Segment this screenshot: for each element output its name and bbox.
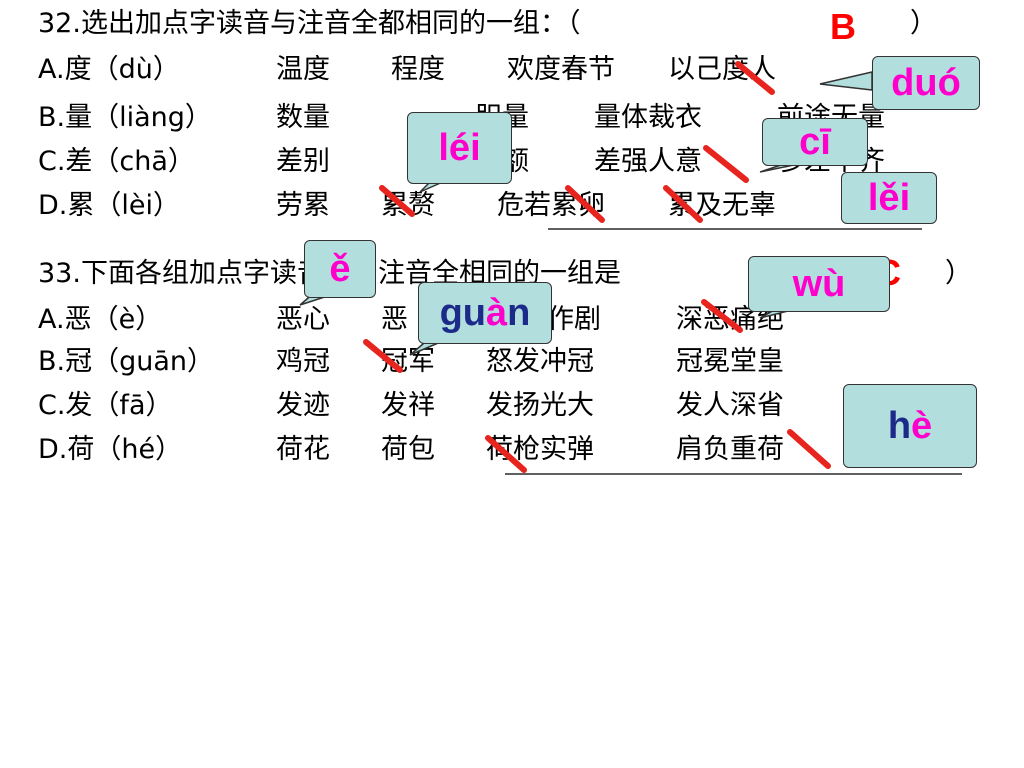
strike-mark [787,429,831,469]
callout-wu-text: wù [792,262,846,305]
callout-guan-a: à [486,291,508,334]
strike-mark [735,61,775,95]
q33-c-word-2: 发祥 [381,390,435,421]
q32-a-word-3: 欢度春节 [507,54,615,85]
q33-option-c-label: C.发（fā） [38,390,173,421]
q32-title: 32.选出加点字读音与注音全都相同的一组：（ [38,8,581,39]
q32-a-word-1: 温度 [276,54,330,85]
q32-answer: B [830,6,856,47]
strike-mark [485,435,527,473]
callout-lei-rise: léi [407,112,512,184]
callout-duo-text: duó [891,61,961,104]
q33-option-b-label: B.冠（guān） [38,346,215,377]
q33-c-word-3: 发扬光大 [486,390,594,421]
callout-ci-text: cī [799,120,831,163]
q32-a-word-2: 程度 [391,54,445,85]
callout-he-h: h [887,404,912,447]
q32-b-word-3: 量体裁衣 [594,102,702,133]
q33-close-paren: ） [945,258,972,289]
q32-c-word-1: 差别 [276,146,330,177]
q32-option-d-label: D.累（lèi） [38,190,180,221]
callout-ci: cī [762,118,868,166]
callout-lei-dip-text: lěi [867,176,911,219]
q32-option-a-label: A.度（dù） [38,54,180,85]
q33-a-word-1: 恶心 [276,304,330,335]
q33-option-d-label: D.荷（hé） [38,434,183,465]
q32-d-word-1: 劳累 [276,190,330,221]
q33-a-word-2: 恶 [381,304,408,335]
callout-lei-rise-text: léi [438,126,481,169]
callout-tails [299,71,873,356]
strike-mark [565,185,605,223]
q33-b-word-3: 怒发冲冠 [486,346,594,377]
q32-c-word-3: 差强人意 [594,146,702,177]
strike-marks [363,61,831,473]
callout-e-text: ě [329,247,351,290]
callout-lei-dip: lěi [841,172,937,224]
strike-mark [379,185,415,217]
q33-c-word-1: 发迹 [276,390,330,421]
q32-option-b-label: B.量（liàng） [38,102,212,133]
strike-mark [703,145,749,183]
q33-d-word-2: 荷包 [381,434,435,465]
q32-option-c-label: C.差（chā） [38,146,195,177]
q33-d-word-4: 肩负重荷 [676,434,784,465]
q33-b-word-1: 鸡冠 [276,346,330,377]
strike-mark [363,339,403,373]
q33-c-word-4: 发人深省 [676,390,784,421]
q32-close-paren: ） [910,8,937,39]
q32-b-word-1: 数量 [276,102,330,133]
q33-b-word-4: 冠冕堂皇 [676,346,784,377]
callout-duo: duó [872,56,980,110]
underline-marks [505,228,962,475]
callout-guan-n: n [507,291,531,334]
callout-he-e: è [911,404,933,447]
strike-mark [701,299,743,333]
callout-wu: wù [748,256,890,312]
callout-guan-gu: gu [439,291,487,334]
strike-mark [663,185,703,223]
callout-tail-duo [819,71,873,91]
q33-option-a-label: A.恶（è） [38,304,163,335]
q33-d-word-1: 荷花 [276,434,330,465]
callout-e: ě [304,240,376,298]
